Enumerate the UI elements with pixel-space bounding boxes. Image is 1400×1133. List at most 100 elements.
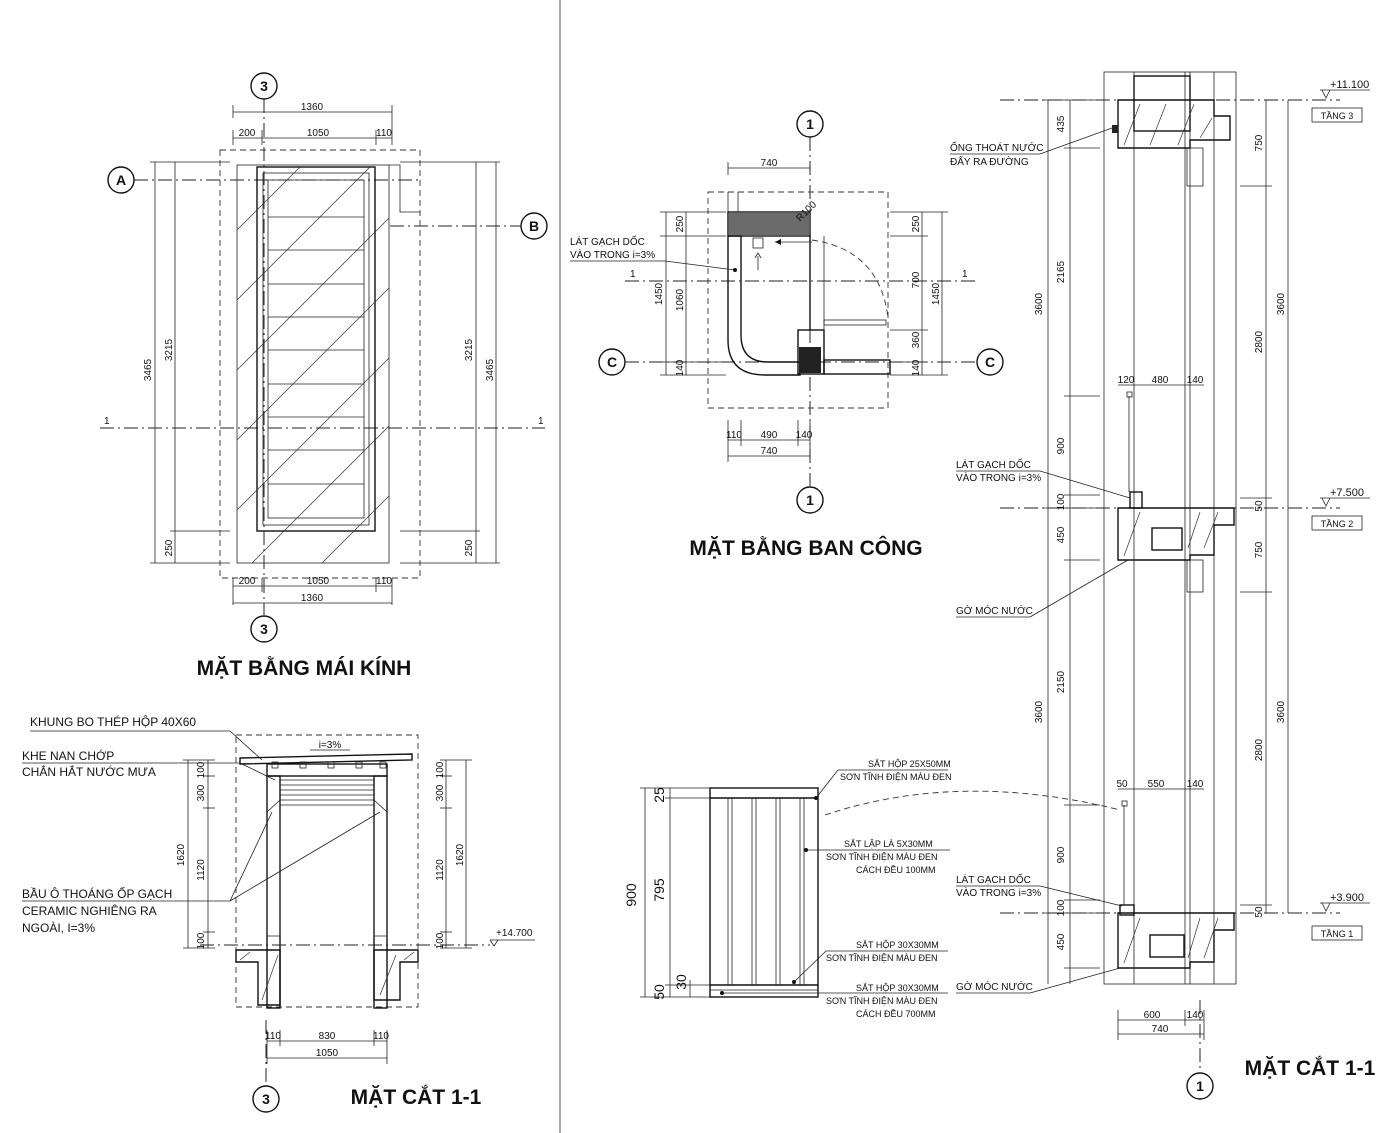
dim-label: 480 [1152,375,1169,386]
dim-label: 1120 [196,859,207,881]
dim-label: 740 [1152,1024,1169,1035]
title-roof-plan: MẶT BẰNG MÁI KÍNH [197,656,412,680]
title-section-left: MẶT CẮT 1-1 [351,1085,482,1109]
dim-label: 3465 [143,358,154,381]
floor-label: TẦNG 1 [1321,929,1354,939]
note-drain-1: ỐNG THOÁT NƯỚC [950,140,1043,154]
grid-bubble-3-section [252,1085,280,1113]
note-line: CÁCH ĐỀU 100MM [856,865,936,875]
dim-label: 1050 [307,128,330,139]
note-line: SẮT HỘP 30X30MM [856,983,939,993]
dim-label: 795 [651,878,667,902]
dim-label: 550 [1148,779,1165,790]
dim-label: 100 [196,761,207,778]
dim-label: 100 [1056,493,1067,510]
title-balcony-plan: MẶT BẰNG BAN CÔNG [689,536,922,560]
dim-label: 140 [1187,375,1204,386]
note-drip-lower: GỜ MÓC NƯỚC [956,980,1033,993]
railing-note-2: SẮT LẬP LÀ 5X30MM SƠN TĨNH ĐIỆN MÀU ĐEN … [804,839,950,875]
dim-label: 830 [319,1031,336,1042]
note-tile-2: VÀO TRONG i=3% [570,248,655,261]
dim-label: 450 [1056,933,1067,950]
grid-label: B [529,218,539,234]
note-vent-2: CERAMIC NGHIÊNG RA [22,903,157,918]
railing-note-4: SẮT HỘP 30X30MM SƠN TĨNH ĐIỆN MÀU ĐEN CÁ… [720,983,948,1019]
note-tile-lower-1: LÁT GẠCH DỐC [956,872,1031,886]
floor-label: TẦNG 3 [1321,111,1354,121]
railing-elevation: 25 795 900 50 30 SẮT HỘP 25X50MM SƠN TĨN… [623,759,1121,1019]
dim-label: 2800 [1254,330,1265,353]
title-section-right: MẶT CẮT 1-1 [1245,1056,1376,1080]
floor-slab-right [373,949,419,1001]
dim-label: 1050 [307,576,330,587]
dim-label: 200 [239,128,256,139]
dim-label: 435 [1056,115,1067,132]
dim-label: 50 [1254,906,1265,918]
grid-bubble-1-bottom [796,486,824,514]
note-drain-2: ĐẨY RA ĐƯỜNG [950,155,1029,168]
dim-label: 110 [265,1031,281,1042]
balcony-plan: 1 1 C C 1 1 R100 LÁT GẠCH DỐC VÀ [570,110,1004,560]
glass-mullions [268,216,364,485]
grid-label: 1 [806,492,814,508]
glass-frame [256,166,376,532]
note-louver-1: KHE NAN CHỚP [22,748,114,763]
dim-label: 1620 [455,843,466,866]
dim-label: 140 [796,430,813,441]
dim-label: 1360 [301,102,324,113]
note-line: SẮT HỘP 25X50MM [868,759,951,769]
note-line: SƠN TĨNH ĐIỆN MÀU ĐEN [826,996,938,1006]
dim-label: 3600 [1034,292,1045,315]
dim-label: 2800 [1254,738,1265,761]
note-line: SƠN TĨNH ĐIỆN MÀU ĐEN [840,772,952,782]
grid-bubble-c-right [976,348,1004,376]
dim-label: 2165 [1056,260,1067,283]
level-label: +7.500 [1330,487,1364,499]
floor-slab-left [235,949,281,1006]
roof-plan: 3 3 A B 1 1 [100,72,548,680]
dim-label: 250 [675,215,686,232]
dim-label: 740 [761,158,778,169]
dim-label: 1360 [301,593,324,604]
section-mark: 1 [104,416,110,427]
dim-label: 3600 [1276,700,1287,723]
note-drip-upper: GỜ MÓC NƯỚC [956,604,1033,617]
dim-label: 140 [1187,779,1204,790]
dim-label: 1620 [176,843,187,866]
dim-label: 250 [464,539,475,556]
note-tile-lower-2: VÀO TRONG i=3% [956,886,1041,899]
railing-note-1: SẮT HỘP 25X50MM SƠN TĨNH ĐIỆN MÀU ĐEN [814,759,952,800]
dim-label: 50 [1254,500,1265,512]
section-mark: 1 [630,269,636,280]
section-mark: 1 [538,416,544,427]
grid-label: 3 [260,621,268,637]
slab-level-3 [1117,99,1231,149]
dim-label: 3215 [464,338,475,361]
dim-label: 1120 [435,859,446,881]
note-vent-1: BẦU Ô THOÁNG ỐP GẠCH [22,886,172,901]
dim-label: 200 [239,576,256,587]
section-left: i=3% +14.700 KHUNG BO THÉP HỘP 4 [22,714,535,1113]
note-line: SƠN TĨNH ĐIỆN MÀU ĐEN [826,852,938,862]
dim-label: 2150 [1056,670,1067,693]
dim-label: 600 [1144,1010,1161,1021]
dim-label: 50 [651,984,667,1000]
dim-label: 100 [196,932,207,949]
wall-left [266,775,281,1009]
section-outline [1103,71,1237,985]
glass-hatching [236,166,390,564]
grid-label: 3 [262,1091,270,1107]
louver-slats [280,779,374,806]
dim-label: 700 [911,271,922,288]
note-tile-upper-2: VÀO TRONG i=3% [956,471,1041,484]
roof-wall [236,164,390,564]
roof-outline [219,149,421,579]
grid-label: C [985,354,995,370]
level-marker-3: +11.100 TẦNG 3 [1311,79,1370,123]
section-right: +11.100 TẦNG 3 +7.500 TẦNG 2 +3.900 TẦNG… [950,71,1376,1100]
railing-note-3: SẮT HỘP 30X30MM SƠN TĨNH ĐIỆN MÀU ĐEN [792,940,948,984]
dim-label: 120 [1118,375,1135,386]
dim-label: 740 [761,446,778,457]
dim-label: 1060 [675,288,686,311]
grid-bubble-1-section [1186,1072,1214,1100]
